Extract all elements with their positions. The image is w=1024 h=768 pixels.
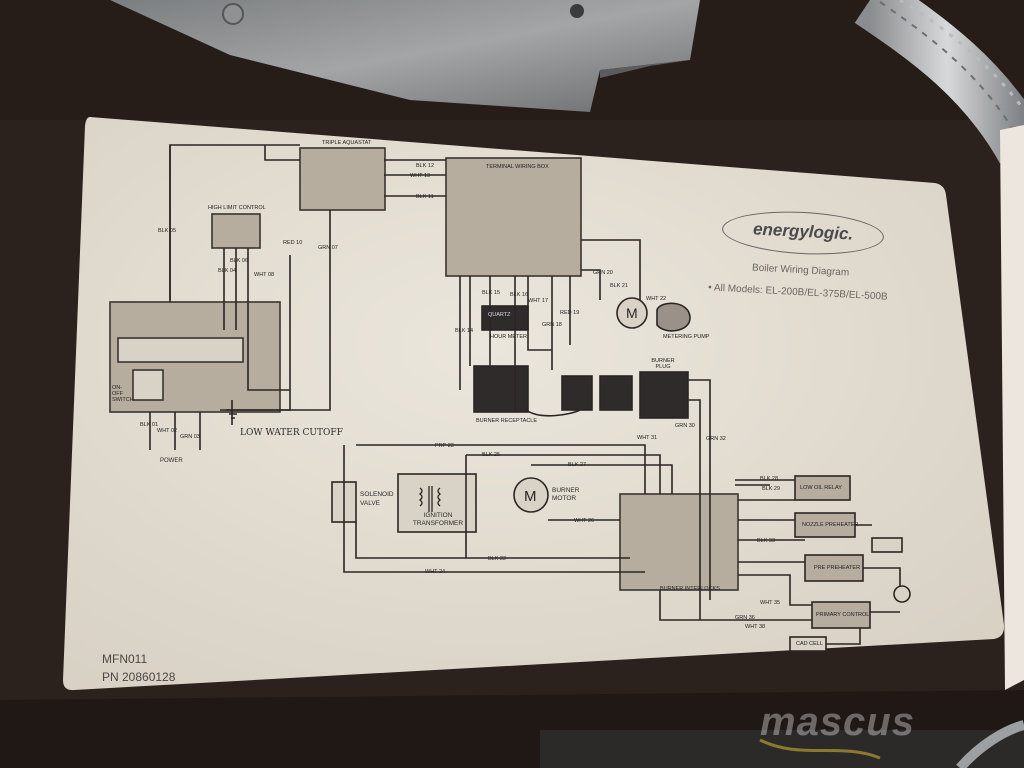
on-off-switch [132,369,164,401]
wire-label: BLK 12 [416,163,435,169]
low-oil-relay-label: LOW OIL RELAY [800,485,842,491]
wire-label: GRN 07 [318,245,338,251]
wire-label: WHT 31 [637,435,658,441]
ignition-transformer-label: IGNITION TRANSFORMER [412,512,464,527]
wire-label: BLK 01 [140,422,159,428]
ground-icon [226,409,240,419]
nozzle-preheater-label: NOZZLE PREHEATER [802,522,859,528]
wire-label: WHT 38 [745,624,766,630]
wire-label: BLK 33 [757,538,776,544]
primary-control-label: PRIMARY CONTROL [816,612,870,618]
connector-2 [599,375,633,411]
wire-label: GRN 20 [593,270,613,276]
triple-aquastat-box [299,147,386,211]
wire-label: BLK 04 [218,268,237,274]
watermark: mascus [760,700,915,744]
high-limit-label: HIGH LIMIT CONTROL [208,205,266,211]
cad-cell-label: CAD CELL [796,641,823,647]
wire-label: GRN 30 [675,423,695,429]
hole-icon [570,4,584,18]
wire-label: GRN 18 [542,322,562,328]
burner-plug-label: BURNER PLUG [651,358,675,370]
metal-bracket [110,0,700,112]
burner-motor-icon [513,477,549,513]
wire-label: BLK 22 [488,556,507,562]
pre-preheater [804,554,864,582]
burner-interlocks-label: BURNER INTERLOCKS [660,586,720,592]
quartz-label: QUARTZ [488,312,511,318]
low-water-cutoff-label: LOW WATER CUTOFF [240,428,343,438]
wire-label: PRP 23 [435,443,454,449]
wire-label: BLK 11 [416,194,434,200]
burner-motor-symbol: M [524,488,537,505]
footer-part-number: PN 20860128 [102,670,176,684]
wire-label: GRN 03 [180,434,200,440]
connector-1 [561,375,593,411]
wire-label: BLK 29 [762,486,781,492]
wire-label: WHT 02 [157,428,178,434]
wire-label: WHT 13 [410,173,431,179]
wire-label: BLK 28 [760,476,779,482]
terminal-strip [117,337,244,363]
wire-label: WHT 08 [254,272,275,278]
hour-meter [481,305,529,331]
wire-label: BLK 21 [610,283,629,289]
metering-pump-label: METERING PUMP [663,334,710,340]
wire-label: WHT 26 [574,518,595,524]
flex-conduit [854,0,1024,164]
pump-icon [656,302,691,332]
solenoid-valve-label: SOLENOID VALVE [360,491,394,507]
pump-motor-symbol: M [626,305,638,321]
brand-name: energylogic. [752,219,854,244]
hour-meter-label: HOUR METER [490,334,527,340]
wire-label: BLK 05 [158,228,177,234]
power-label: POWER [160,458,183,464]
wire-label: RED 10 [283,240,303,246]
wire-label: BLK 27 [568,462,587,468]
pump-motor-icon [616,297,648,329]
ignition-transformer [397,473,477,533]
wire-label: WHT 24 [425,569,446,575]
wall-sensor-icon [893,585,911,603]
aux-box [871,537,903,553]
burner-interlocks-box [619,493,739,591]
triple-aquastat-label: TRIPLE AQUASTAT [322,140,372,146]
burner-receptacle [473,365,529,413]
terminal-wiring-box [445,157,582,277]
wire-label: BLK 15 [482,290,501,296]
on-off-label: ON-OFF SWITCH [112,385,134,403]
wire-label: BLK 14 [455,328,474,334]
nozzle-preheater [794,512,856,538]
wire-label: RED 19 [560,310,580,316]
burner-motor-label: BURNER MOTOR [552,487,580,502]
terminal-box-label: TERMINAL WIRING BOX [486,164,549,170]
burner-plug [639,371,689,419]
footer-code: MFN011 [102,652,148,666]
wire-label: GRN 32 [706,436,726,442]
pre-preheater-label: PRE PREHEATER [814,565,861,571]
screw-icon [222,3,244,25]
transformer-coil-icon [418,486,442,512]
wire-label: GRN 36 [735,615,755,621]
low-oil-relay [794,475,851,501]
wire-label: BLK 06 [230,258,249,264]
wire-label: WHT 22 [646,296,667,302]
high-limit-control [211,213,261,249]
primary-control [811,601,871,629]
wire-label: WHT 17 [528,298,549,304]
wire-label: BLK 16 [510,292,529,298]
wire-label: BLK 25 [482,452,501,458]
diagram-label-plate [63,117,1005,691]
burner-receptacle-label: BURNER RECEPTACLE [476,418,538,424]
wire-label: WHT 35 [760,600,781,606]
